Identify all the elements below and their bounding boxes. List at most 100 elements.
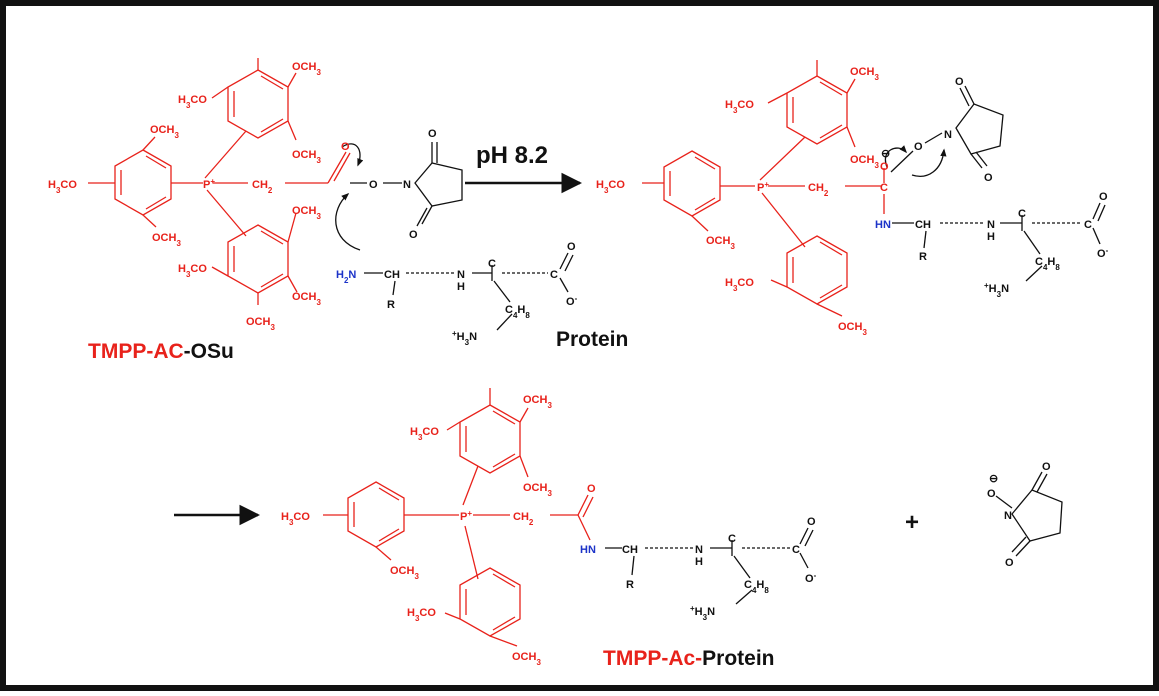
amide-nh-label: N xyxy=(457,269,465,281)
reaction-condition-label: pH 8.2 xyxy=(476,142,548,169)
plus-sign: + xyxy=(905,509,919,536)
methoxy-label: OCH3 xyxy=(292,61,321,77)
imide-oxygen-label: O xyxy=(955,76,964,88)
product-left-ring xyxy=(347,481,405,548)
imide-oxygen-label: O xyxy=(984,172,993,184)
nhs-nitrogen-label: N xyxy=(1004,510,1012,522)
methoxy-label: OCH3 xyxy=(523,482,552,498)
product-name-part1: TMPP-Ac- xyxy=(603,647,702,670)
phosphonium-label: P+ xyxy=(203,177,215,192)
amide-hn-label: HN xyxy=(580,544,596,556)
methoxy-label: OCH3 xyxy=(246,316,275,332)
methoxy-label: H3CO xyxy=(178,263,207,279)
methoxy-label: H3CO xyxy=(48,179,77,195)
methoxy-label: H3CO xyxy=(407,607,436,623)
nhs-carbonyl-oxygen-label: O xyxy=(1005,557,1014,569)
methoxy-label: H3CO xyxy=(410,426,439,442)
imide-oxygen-label: O xyxy=(428,128,437,140)
carboxyl-carbon-label: C xyxy=(550,269,558,281)
butylene-label: C4H8 xyxy=(1035,256,1060,272)
methoxy-label: OCH3 xyxy=(838,321,867,337)
methoxy-label: H3CO xyxy=(725,277,754,293)
tetrahedral-intermediate xyxy=(642,60,885,317)
product-tmpp-ac-protein xyxy=(323,388,594,647)
nhs-oxide-charge-icon: ⊖ xyxy=(989,473,998,485)
nhs-anion xyxy=(995,471,1063,557)
methoxy-label: OCH3 xyxy=(523,394,552,410)
methoxy-label: H3CO xyxy=(596,179,625,195)
tetrahedral-carbon-label: C xyxy=(880,182,888,194)
nhs-oxygen-label: O xyxy=(987,488,996,500)
carbonyl-oxygen-label: O xyxy=(341,141,350,153)
alpha-carbon-label: C xyxy=(728,533,736,545)
carboxyl-oxygen-label: O xyxy=(567,241,576,253)
methoxy-label: OCH3 xyxy=(512,651,541,667)
intermediate-top-ring xyxy=(786,75,848,145)
product-name-part2: Protein xyxy=(702,647,774,670)
reagent-name-label: TMPP-AC-OSu xyxy=(88,340,234,363)
alpha-carbon-label: CH xyxy=(915,219,931,231)
methoxy-label: OCH3 xyxy=(152,232,181,248)
nhs-succinimide-ring xyxy=(1011,489,1063,542)
product-name-label: TMPP-Ac-Protein xyxy=(603,647,775,670)
methoxy-label: H3CO xyxy=(725,99,754,115)
alpha-carbon-label: C xyxy=(1018,208,1026,220)
methoxy-label: OCH3 xyxy=(150,124,179,140)
protein-label: Protein xyxy=(556,328,628,351)
alpha-carbon-label: CH xyxy=(622,544,638,556)
ammonium-label: +H3N xyxy=(690,604,715,622)
intermediate-succinimide-ring xyxy=(955,103,1004,155)
carboxyl-oxygen-label: O xyxy=(807,516,816,528)
amide-nh-label: H xyxy=(695,556,703,568)
imide-nitrogen-label: N xyxy=(944,129,952,141)
amide-nh-label: H xyxy=(987,231,995,243)
methoxy-label: OCH3 xyxy=(850,66,879,82)
phosphonium-label: P+ xyxy=(757,180,769,195)
product-top-ring xyxy=(459,404,521,474)
carboxyl-carbon-label: C xyxy=(1084,219,1092,231)
methoxy-label: OCH3 xyxy=(292,149,321,165)
reagent-left-ring xyxy=(114,149,172,216)
ammonium-label: +H3N xyxy=(452,329,477,347)
carboxylate-label: O- xyxy=(1097,246,1109,261)
reagent-bottom-ring xyxy=(227,224,289,294)
alpha-carbon-label: CH xyxy=(384,269,400,281)
intermediate-bottom-ring xyxy=(786,235,848,305)
reagent-name-part2: -OSu xyxy=(184,340,234,363)
amide-hn-label: HN xyxy=(875,219,891,231)
ester-oxygen-label: O xyxy=(914,141,923,153)
alkoxide-charge-icon: ⊖ xyxy=(881,148,890,160)
methoxy-label: OCH3 xyxy=(706,235,735,251)
ester-oxygen-label: O xyxy=(369,179,378,191)
reagent-tmpp-ac-osu xyxy=(88,58,351,305)
methoxy-label: OCH3 xyxy=(390,565,419,581)
atom-labels: OCH3H3COOCH3OCH3H3COOCH3OCH3H3COOCH3OCH3… xyxy=(48,61,1109,667)
reagent-top-ring xyxy=(227,69,289,139)
imide-nitrogen-label: N xyxy=(403,179,411,191)
phosphonium-label: P+ xyxy=(460,509,472,524)
imide-oxygen-label: O xyxy=(409,229,418,241)
r-group-label: R xyxy=(919,251,927,263)
amine-label: H2N xyxy=(336,269,356,285)
butylene-label: C4H8 xyxy=(744,579,769,595)
protein-chain-1 xyxy=(364,252,574,331)
carboxylate-label: O- xyxy=(566,294,578,309)
reagent-name-part1: TMPP-AC xyxy=(88,340,184,363)
methoxy-label: OCH3 xyxy=(292,291,321,307)
reagent-succinimide-ring xyxy=(414,162,463,207)
methoxy-label: H3CO xyxy=(281,511,310,527)
intermediate-osu-group xyxy=(884,85,1106,282)
methylene-label: CH2 xyxy=(252,179,273,195)
protein-chain-3 xyxy=(605,527,814,605)
amide-nh-label: H xyxy=(457,281,465,293)
amide-nh-label: N xyxy=(695,544,703,556)
r-group-label: R xyxy=(626,579,634,591)
methylene-label: CH2 xyxy=(808,182,829,198)
carboxylate-label: O- xyxy=(805,571,817,586)
ammonium-label: +H3N xyxy=(984,281,1009,299)
amide-nh-label: N xyxy=(987,219,995,231)
product-bottom-ring xyxy=(459,567,521,637)
